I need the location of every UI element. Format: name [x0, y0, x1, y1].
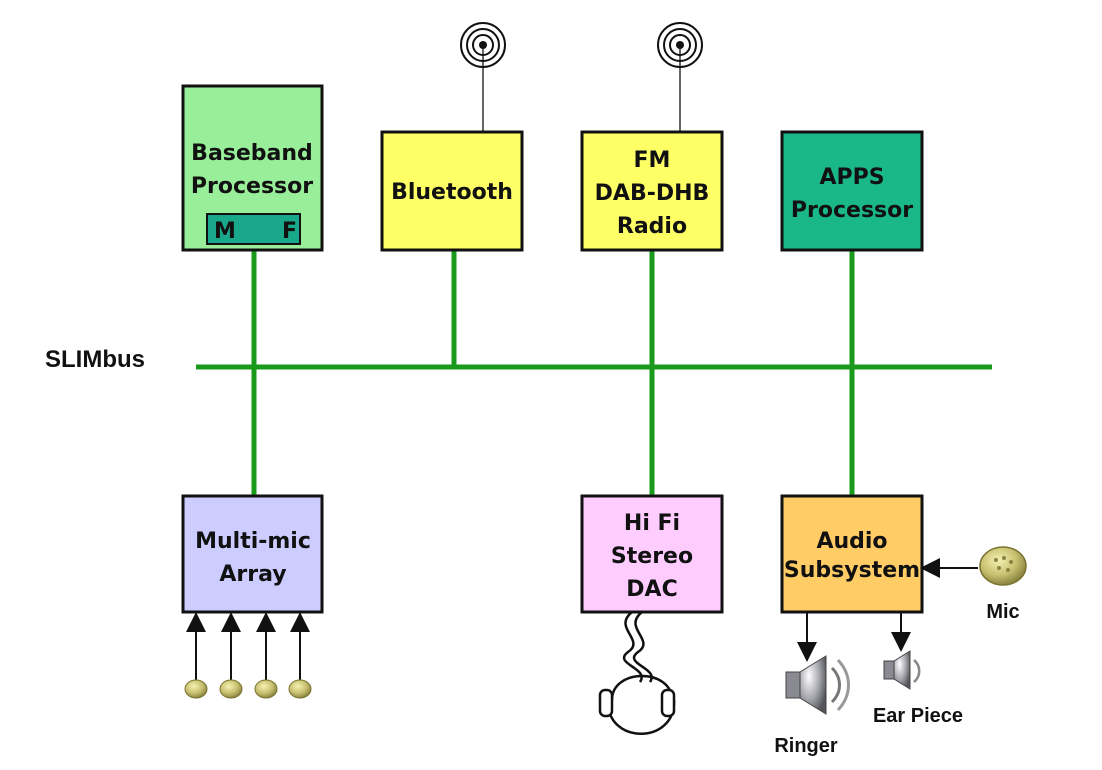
multimic-line1: Multi-mic — [195, 529, 311, 554]
radio-antenna-icon — [657, 22, 703, 132]
apps-processor-box: APPS Processor — [780, 130, 924, 252]
dac-line2: Stereo — [611, 544, 693, 569]
baseband-sub-f: F — [282, 219, 297, 244]
ringer-label: Ringer — [774, 735, 838, 757]
radio-line3: Radio — [617, 214, 687, 239]
array-mic-icon — [219, 679, 243, 699]
bluetooth-antenna-icon — [460, 22, 506, 132]
ringer-speaker-icon — [785, 655, 850, 715]
array-mic-icon — [288, 679, 312, 699]
multimic-array-box: Multi-mic Array — [181, 494, 324, 614]
baseband-processor-box: Baseband Processor M F — [181, 84, 324, 252]
earpiece-label: Ear Piece — [873, 705, 963, 727]
baseband-line1: Baseband — [191, 141, 313, 166]
baseband-sub-m: M — [214, 219, 236, 244]
multimic-line2: Array — [219, 562, 286, 587]
array-mic-icon — [184, 679, 208, 699]
apps-line2: Processor — [791, 198, 913, 223]
array-mic-icon — [254, 679, 278, 699]
mic-icon — [979, 546, 1027, 586]
slimbus-label: SLIMbus — [45, 346, 145, 373]
bluetooth-line1: Bluetooth — [391, 180, 513, 205]
mic-label: Mic — [986, 601, 1019, 623]
earpiece-speaker-icon — [883, 650, 921, 690]
array-mics — [184, 612, 312, 699]
hifi-dac-box: Hi Fi Stereo DAC — [580, 494, 724, 614]
bluetooth-box: Bluetooth — [380, 130, 524, 252]
audio-line1: Audio — [816, 529, 887, 554]
radio-box: FM DAB-DHB Radio — [580, 130, 724, 252]
dac-line1: Hi Fi — [624, 511, 680, 536]
radio-line1: FM — [634, 148, 671, 173]
baseband-mf-block — [206, 213, 301, 245]
radio-line2: DAB-DHB — [595, 181, 710, 206]
audio-subsystem-box: Audio Subsystem — [780, 494, 924, 614]
audio-line2: Subsystem — [784, 558, 920, 583]
dac-line3: DAC — [626, 577, 677, 602]
headphones-icon — [598, 611, 676, 735]
baseband-line2: Processor — [191, 174, 313, 199]
apps-line1: APPS — [819, 165, 884, 190]
